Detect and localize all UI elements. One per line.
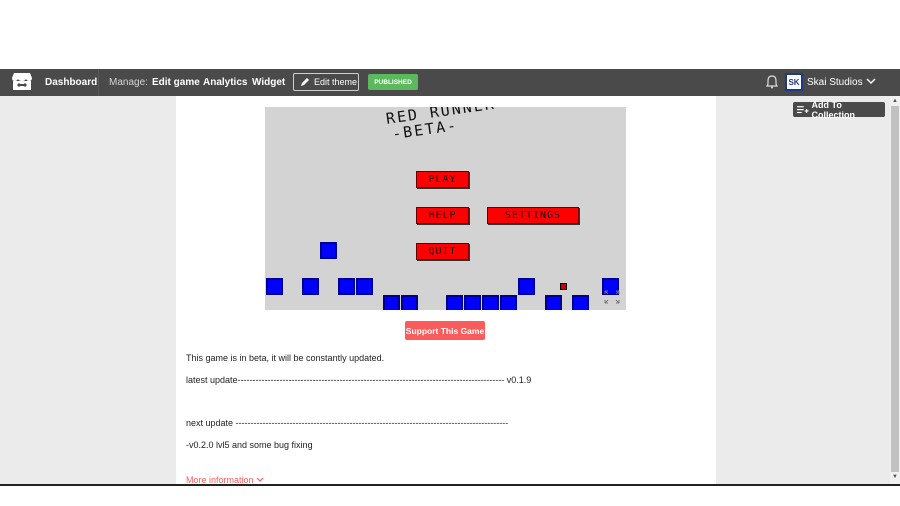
game-enemy (560, 283, 567, 290)
game-block (338, 278, 355, 295)
dashboard-navbar: Dashboard Manage: Edit game Analytics Wi… (0, 69, 900, 96)
game-block (266, 278, 283, 295)
edit-theme-button[interactable]: Edit theme (293, 73, 359, 91)
nav-edit-game-link[interactable]: Edit game (152, 77, 200, 88)
game-block (320, 242, 337, 259)
game-embed-canvas[interactable]: RED RUNNER -BETA- PLAY HELP SETTINGS QUI… (265, 107, 626, 310)
user-studio-name[interactable]: Skai Studios (807, 77, 863, 88)
game-block (383, 295, 400, 310)
nav-dashboard-link[interactable]: Dashboard (45, 77, 98, 88)
game-play-button[interactable]: PLAY (416, 171, 469, 188)
description-line: latest update---------------------------… (186, 375, 532, 385)
notification-bell-icon[interactable] (766, 75, 778, 89)
pencil-icon (301, 78, 309, 86)
game-block (446, 295, 463, 310)
chevron-down-icon[interactable] (865, 75, 877, 87)
chevron-down-icon (256, 477, 264, 482)
more-information-link[interactable]: More information (186, 475, 264, 485)
game-block (464, 295, 481, 310)
game-title: RED RUNNER -BETA- (385, 107, 499, 143)
nav-manage-label: Manage: (109, 77, 148, 88)
fullscreen-icon[interactable] (604, 290, 620, 304)
description-line: This game is in beta, it will be constan… (186, 353, 385, 363)
edit-theme-label: Edit theme (314, 77, 358, 87)
nav-widget-link[interactable]: Widget (252, 77, 286, 88)
game-help-button[interactable]: HELP (416, 207, 469, 224)
nav-analytics-link[interactable]: Analytics (203, 77, 248, 88)
game-block (572, 295, 589, 310)
scrollbar-thumb[interactable] (891, 106, 899, 472)
bottom-area (0, 486, 900, 506)
itchio-logo-icon[interactable] (11, 71, 33, 93)
nav-divider (98, 69, 99, 96)
playlist-add-icon (797, 106, 809, 114)
game-block (482, 295, 499, 310)
support-this-game-button[interactable]: Support This Game (405, 321, 485, 340)
browser-top-area (0, 0, 900, 69)
bottom-border (0, 484, 900, 486)
game-block (302, 278, 319, 295)
more-information-label: More information (186, 475, 254, 485)
description-line: next update ----------------------------… (186, 418, 509, 428)
game-quit-button[interactable]: QUIT (416, 243, 469, 260)
game-block (356, 278, 373, 295)
scroll-down-arrow-icon[interactable]: ▼ (892, 474, 898, 480)
scroll-up-arrow-icon[interactable]: ▲ (892, 98, 898, 104)
game-block (500, 295, 517, 310)
game-block (401, 295, 418, 310)
description-line: -v0.2.0 lvl5 and some bug fixing (186, 440, 313, 450)
game-block (545, 295, 562, 310)
avatar[interactable]: SK (785, 73, 803, 91)
game-settings-button[interactable]: SETTINGS (487, 207, 579, 224)
add-to-collection-label: Add To Collection (811, 99, 856, 120)
published-badge[interactable]: PUBLISHED (368, 74, 418, 90)
game-block (518, 278, 535, 295)
add-to-collection-button[interactable]: Add To Collection (793, 99, 885, 120)
